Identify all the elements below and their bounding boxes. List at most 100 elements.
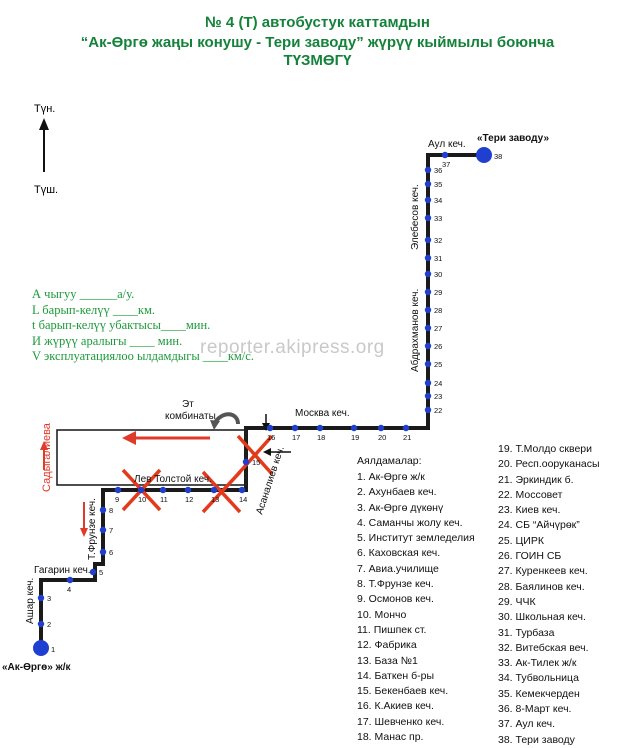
stop-marker-icon (424, 406, 432, 414)
stop-number-label: 13 (211, 495, 219, 504)
stop-number-label: 20 (378, 433, 386, 442)
label-gagarin: Гагарин кеч. (34, 565, 91, 576)
stop-marker-icon (37, 620, 45, 628)
stop-number-label: 35 (434, 180, 442, 189)
stop-number-label: 15 (252, 458, 260, 467)
stop-marker-icon (66, 576, 74, 584)
stop-marker-icon (424, 196, 432, 204)
param-t: t барып-келүү убактысы____мин. (32, 318, 211, 333)
stop-list-item: 16. К.Акиев кеч. (357, 700, 434, 713)
stop-marker-icon (266, 424, 274, 432)
stop-number-label: 37 (442, 160, 450, 169)
stop-marker-icon (424, 392, 432, 400)
route-line (39, 153, 484, 642)
title-line-1: № 4 (Т) автобустук каттамдын (205, 14, 430, 31)
stop-marker-icon (210, 486, 218, 494)
black-arrow-left-icon (263, 448, 271, 456)
stop-marker-icon (238, 486, 246, 494)
stop-list-item: 22. Моссовет (498, 488, 563, 501)
stop-number-label: 24 (434, 379, 442, 388)
black-arrow-down-icon (262, 423, 270, 431)
stop-number-label: 8 (109, 506, 113, 515)
stop-marker-icon (441, 151, 449, 159)
stop-marker-icon (402, 424, 410, 432)
stop-list-item: 32. Витебская веч. (498, 641, 589, 654)
stop-list-item: 12. Фабрика (357, 639, 417, 652)
stop-list-item: 11. Пишпек ст. (357, 623, 427, 636)
stop-number-label: 1 (51, 645, 55, 654)
red-arrow-down-icon (80, 528, 88, 537)
title-line-3: ТҮЗМӨГҮ (283, 52, 352, 69)
stop-number-label: 6 (109, 548, 113, 557)
stop-list-item: 20. Респ.ооруканасы (498, 458, 600, 471)
stop-number-label: 17 (292, 433, 300, 442)
terminal-akorgo-icon (33, 640, 49, 656)
stop-marker-icon (99, 526, 107, 534)
stop-list-item: 23. Киев кеч. (498, 504, 561, 517)
label-frunze: Т.Фрунзе кеч. (87, 498, 98, 560)
stop-list-item: 10. Мончо (357, 608, 407, 621)
stop-marker-icon (424, 306, 432, 314)
label-aul: Аул кеч. (428, 139, 466, 150)
stop-list-item: 38. Тери заводу (498, 733, 575, 746)
detour-outline (56, 429, 247, 486)
stop-number-label: 32 (434, 236, 442, 245)
stop-number-label: 9 (115, 495, 119, 504)
stop-list-item: 28. Баялинов кеч. (498, 580, 585, 593)
stop-marker-icon (184, 486, 192, 494)
stop-marker-icon (350, 424, 358, 432)
stop-number-label: 26 (434, 342, 442, 351)
stop-number-label: 30 (434, 270, 442, 279)
stop-marker-icon (424, 324, 432, 332)
stop-marker-icon (424, 288, 432, 296)
stop-number-label: 10 (138, 495, 146, 504)
stop-list-item: 35. Кемекчерден (498, 687, 580, 700)
cross-mark (236, 434, 274, 476)
stop-list-item: 36. 8-Март кеч. (498, 703, 572, 716)
stop-marker-icon (424, 360, 432, 368)
stop-number-label: 36 (434, 166, 442, 175)
red-arrow-left-icon (122, 431, 136, 445)
stop-list-item: 30. Школьная кеч. (498, 611, 586, 624)
stop-number-label: 25 (434, 360, 442, 369)
stop-list-item: 13. База №1 (357, 654, 418, 667)
compass-north-label: Түн. (34, 103, 55, 115)
stop-number-label: 29 (434, 288, 442, 297)
stops-title: Аялдамалар: (357, 455, 422, 467)
label-ashar: Ашар кеч. (25, 578, 36, 624)
label-teri-zavodu: «Тери заводу» (477, 133, 549, 144)
stop-marker-icon (424, 379, 432, 387)
stop-marker-icon (291, 424, 299, 432)
stop-number-label: 12 (185, 495, 193, 504)
stop-number-label: 3 (47, 594, 51, 603)
stop-marker-icon (137, 486, 145, 494)
stop-list-item: 8. Т.Фрунзе кеч. (357, 578, 434, 591)
direction-arrows (40, 412, 291, 537)
stop-number-label: 38 (494, 152, 502, 161)
label-akorgo: «Ак-Өргө» ж/к (2, 662, 71, 673)
stop-list-item: 21. Эркиндик б. (498, 473, 574, 486)
param-i: И жүрүү аралыгы ____ мин. (32, 333, 183, 348)
stop-number-label: 19 (351, 433, 359, 442)
stop-number-label: 14 (239, 495, 247, 504)
cross-mark (201, 470, 242, 514)
param-v: V эксплуатациялоо ылдамдыгы ____км/с. (32, 349, 254, 364)
stop-list-item: 4. Саманчы жолу кеч. (357, 516, 463, 529)
watermark: reporter.akipress.org (200, 337, 385, 358)
stop-marker-icon (424, 166, 432, 174)
stop-number-label: 21 (403, 433, 411, 442)
stop-number-label: 27 (434, 324, 442, 333)
stop-list-item: 7. Авиа.училище (357, 562, 439, 575)
stop-list-item: 1. Ак-Өргө ж/к (357, 471, 425, 483)
stop-list-item: 19. Т.Молдо сквери (498, 443, 593, 455)
stop-list-item: 2. Ахунбаев кеч. (357, 486, 437, 499)
stop-number-label: 23 (434, 392, 442, 401)
stop-marker-icon (424, 342, 432, 350)
stop-list-item: 18. Манас пр. (357, 731, 424, 744)
stop-list-item: 6. Каховская кеч. (357, 547, 441, 560)
title-line-2: “Ак-Өргө жаңы конушу - Тери заводу” жүрү… (80, 34, 555, 51)
stop-list-item: 33. Ак-Тилек ж/к (498, 657, 577, 670)
